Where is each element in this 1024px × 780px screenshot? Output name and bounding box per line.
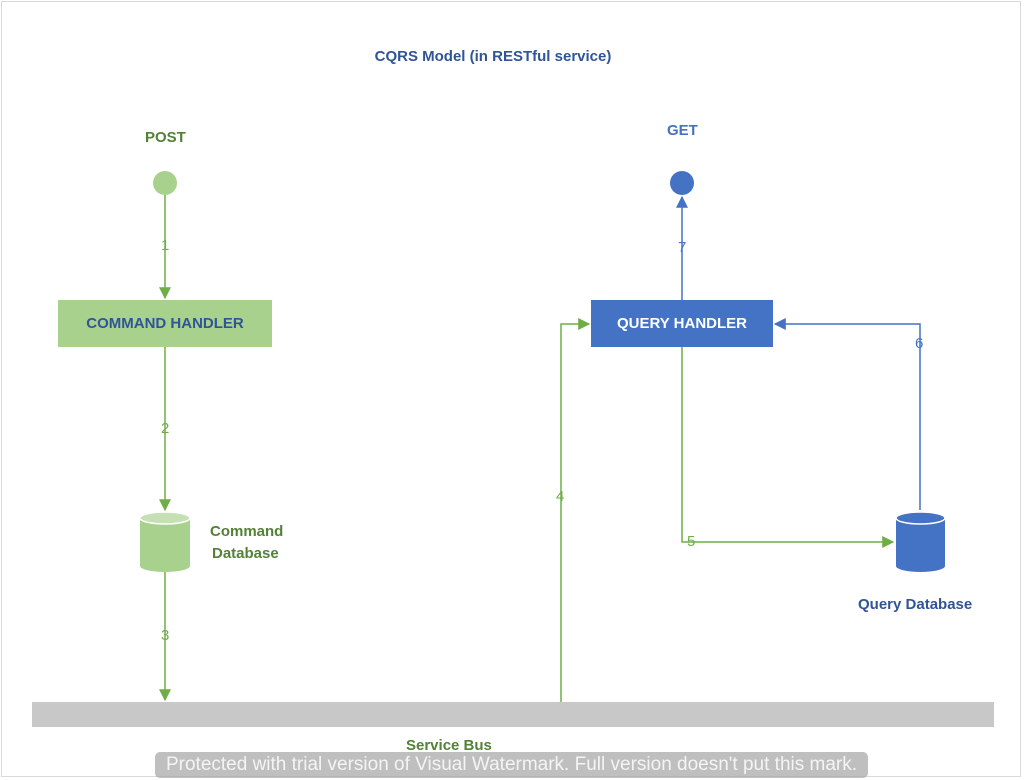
command-handler-box: COMMAND HANDLER xyxy=(58,300,272,347)
command-database-label: Command Database xyxy=(210,521,283,565)
arrow-step-4 xyxy=(560,318,591,702)
step-6-label: 6 xyxy=(915,335,924,352)
arrow-step-6 xyxy=(773,318,921,510)
query-database-label: Query Database xyxy=(858,596,973,613)
command-database-label-line1: Command xyxy=(210,523,284,540)
step-5-label: 5 xyxy=(687,533,696,550)
query-handler-label: QUERY HANDLER xyxy=(616,315,747,332)
post-label: POST xyxy=(145,129,186,146)
watermark-banner: Protected with trial version of Visual W… xyxy=(155,752,868,778)
step-3-label: 3 xyxy=(161,627,170,644)
step-7-label: 7 xyxy=(678,239,687,256)
service-bus-bar xyxy=(32,702,994,727)
arrow-step-5 xyxy=(681,347,895,548)
command-database-label-line2: Database xyxy=(212,545,279,562)
step-2-label: 2 xyxy=(161,420,170,437)
diagram-title: CQRS Model (in RESTful service) xyxy=(374,48,612,65)
command-handler-label: COMMAND HANDLER xyxy=(86,315,244,332)
get-label: GET xyxy=(667,122,698,139)
command-database-icon xyxy=(139,511,191,572)
step-1-label: 1 xyxy=(161,237,170,254)
query-handler-box: QUERY HANDLER xyxy=(591,300,773,347)
service-bus-label: Service Bus xyxy=(406,737,492,754)
post-endpoint xyxy=(153,171,177,195)
step-4-label: 4 xyxy=(556,488,565,505)
query-database-icon xyxy=(895,511,946,572)
get-endpoint xyxy=(670,171,694,195)
